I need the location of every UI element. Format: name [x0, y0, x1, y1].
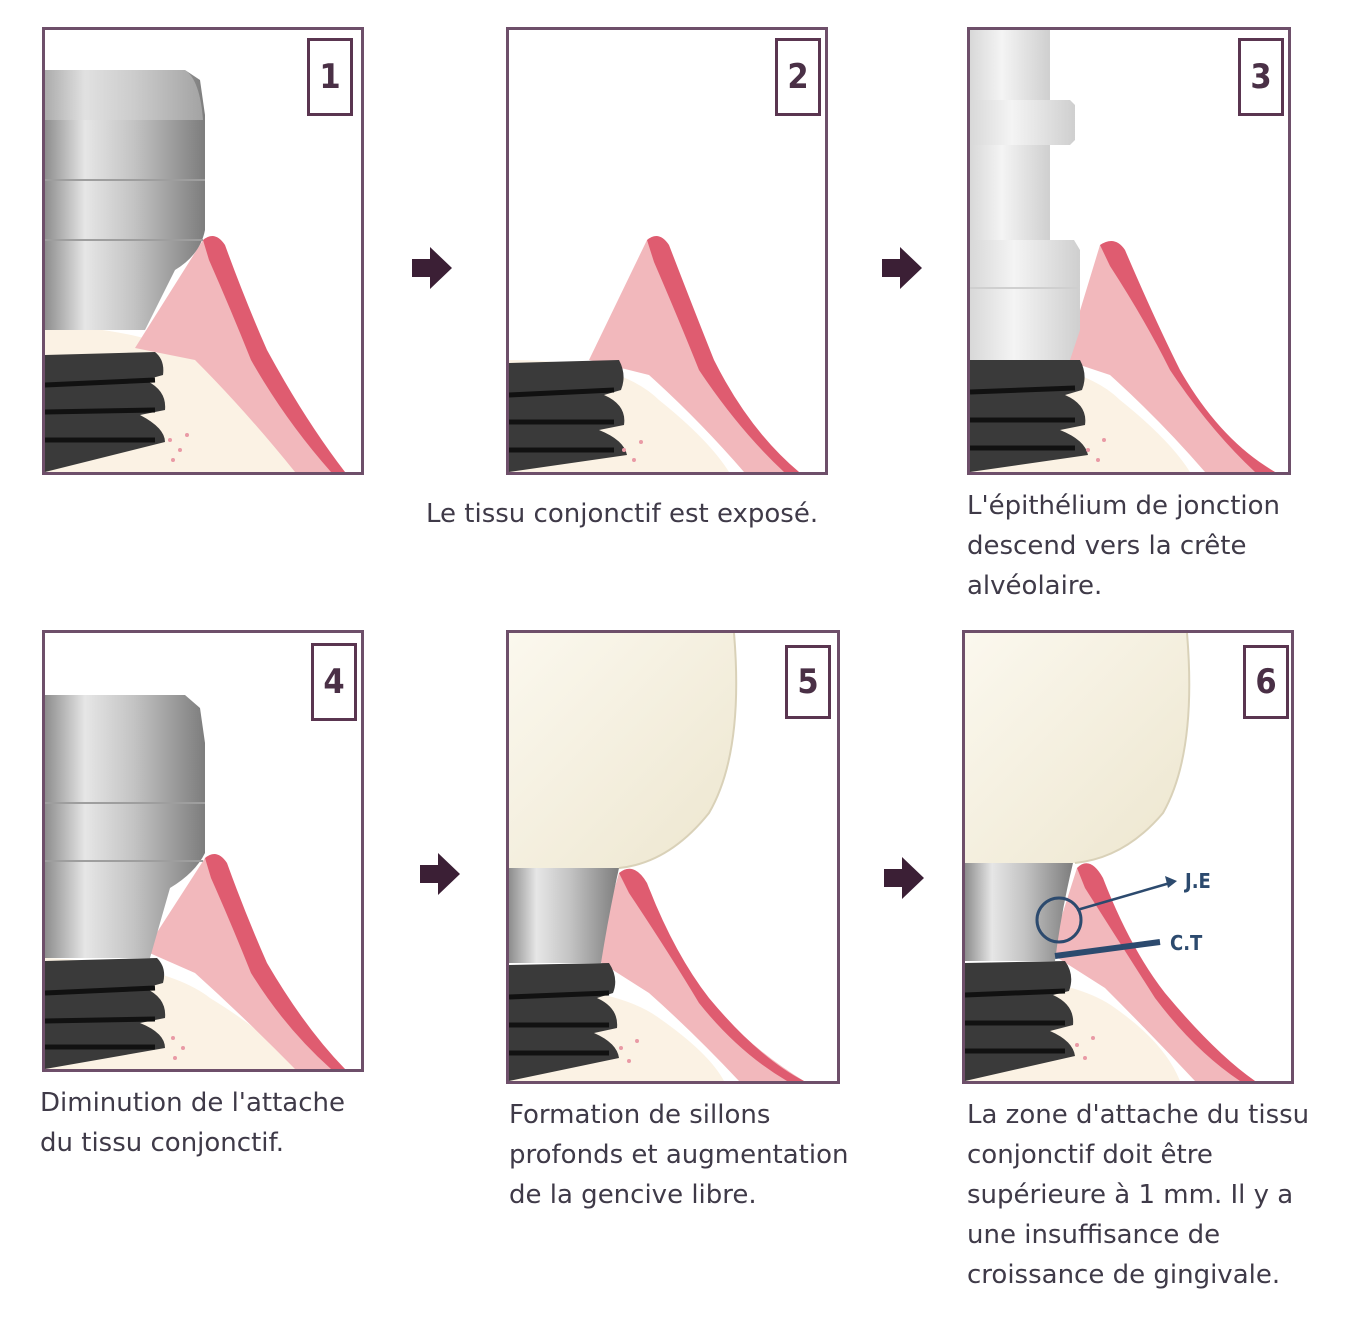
arrow-right-icon [884, 857, 924, 899]
panel-number-2: 2 [775, 38, 821, 116]
label-ct: C.T [1170, 931, 1202, 955]
arrow-right-icon [420, 853, 460, 895]
panel-number-5: 5 [785, 645, 831, 719]
caption-panel-6: La zone d'attache du tissu conjonctif do… [967, 1095, 1327, 1295]
label-je: J.E [1185, 869, 1211, 893]
panel-5: 5 [506, 630, 840, 1084]
arrow-right-icon [412, 247, 452, 289]
panel-1: 1 [42, 27, 364, 475]
panel-number-4: 4 [311, 643, 357, 721]
caption-panel-3: L'épithélium de jonction descend vers la… [967, 486, 1317, 606]
panel-number-1: 1 [307, 38, 353, 116]
panel-3: 3 [967, 27, 1291, 475]
panel-number-6: 6 [1243, 645, 1289, 719]
caption-panel-2: Le tissu conjonctif est exposé. [426, 494, 866, 534]
arrow-right-icon [882, 247, 922, 289]
panel-4: 4 [42, 630, 364, 1072]
panel-2: 2 [506, 27, 828, 475]
panel-6: J.E C.T 6 [962, 630, 1294, 1084]
caption-panel-4: Diminution de l'attache du tissu conjonc… [40, 1083, 380, 1163]
caption-panel-5: Formation de sillons profonds et augment… [509, 1095, 889, 1215]
panel-number-3: 3 [1238, 38, 1284, 116]
